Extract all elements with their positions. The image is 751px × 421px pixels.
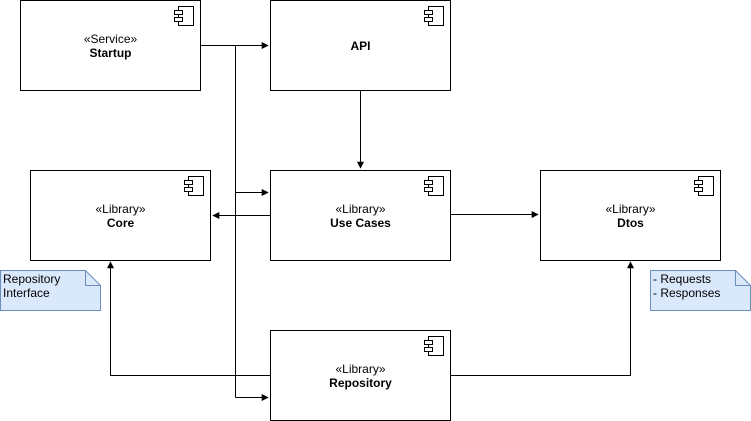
use-cases-stereotype: «Library» [335, 201, 386, 216]
use-cases-name: Use Cases [330, 215, 391, 230]
note-dtos-contents[interactable]: - Requests - Responses [650, 270, 751, 311]
uml-component-icon [174, 6, 194, 26]
component-core[interactable]: «Library» Core [30, 170, 211, 261]
note-line: Interface [3, 286, 50, 300]
core-name: Core [106, 215, 135, 230]
startup-name: Startup [89, 45, 132, 60]
dtos-name: Dtos [617, 215, 644, 230]
note-repository-interface[interactable]: Repository Interface [0, 270, 101, 311]
edge-repository-dtos [450, 261, 634, 376]
note-line: Repository [3, 272, 61, 286]
component-api[interactable]: API [270, 0, 451, 91]
uml-component-icon [184, 176, 204, 196]
note-shape [0, 270, 101, 311]
repository-stereotype: «Library» [335, 361, 386, 376]
uml-component-icon [424, 176, 444, 196]
edge-repository-core [107, 261, 271, 376]
note-text: Repository Interface [3, 272, 60, 300]
core-stereotype: «Library» [95, 201, 146, 216]
uml-component-icon [694, 176, 714, 196]
component-use-cases[interactable]: «Library» Use Cases [270, 170, 451, 261]
repository-name: Repository [329, 375, 392, 390]
uml-component-icon [424, 336, 444, 356]
startup-stereotype: «Service» [83, 31, 138, 46]
component-repository[interactable]: «Library» Repository [270, 330, 451, 421]
api-name: API [350, 38, 371, 53]
uml-component-icon [424, 6, 444, 26]
note-line: - Responses [653, 286, 721, 300]
component-startup[interactable]: «Service» Startup [20, 0, 201, 91]
dtos-stereotype: «Library» [605, 201, 656, 216]
component-dtos[interactable]: «Library» Dtos [540, 170, 721, 261]
note-line: - Requests [653, 272, 712, 286]
note-text: - Requests - Responses [653, 272, 720, 300]
